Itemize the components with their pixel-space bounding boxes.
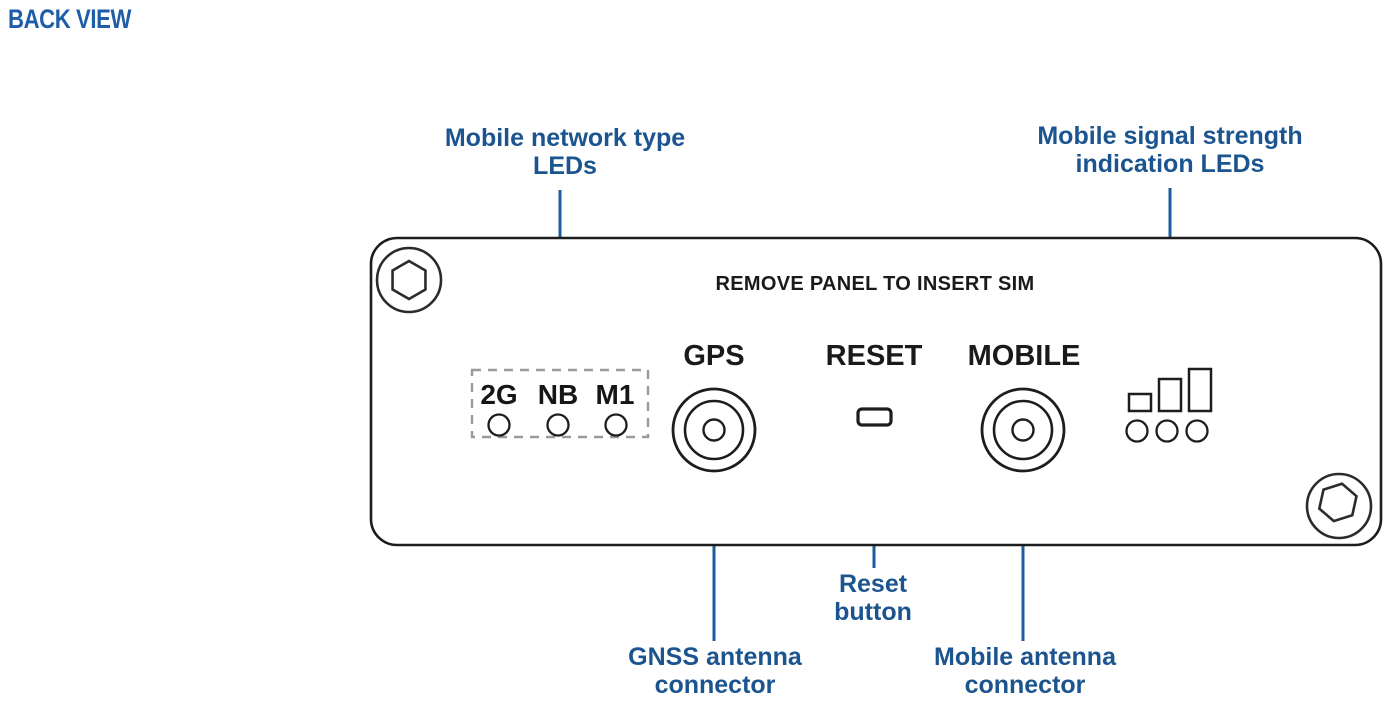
signal-bar-3 [1187,367,1213,413]
page-title: BACK VIEW [8,4,131,34]
screw-bottom-right-hex [1317,482,1358,523]
signal-bar-1 [1127,392,1153,413]
gps-connector [671,387,757,473]
device-panel-outline [369,236,1383,547]
remove-panel-instruction: REMOVE PANEL TO INSERT SIM [715,273,1035,295]
screw-bottom-right [1305,472,1373,540]
screw-top-left-ring [375,246,443,314]
signal-led-1 [1125,419,1149,443]
callout-gnss-connector: GNSS antenna connector [628,643,802,699]
gps-connector-center-pin [702,418,726,442]
network-led-tag-nb: NB [537,379,579,410]
mobile-connector-center-pin [1011,418,1035,442]
signal-bar-2 [1157,377,1183,413]
network-led-box [470,368,650,439]
mobile-connector-middle-ring [992,399,1054,461]
network-led-m1 [604,413,628,437]
screw-top-left-hex [391,259,427,301]
reset-button[interactable] [856,407,893,427]
network-led-nb [546,413,570,437]
network-led-tag-m1: M1 [595,379,635,410]
callout-signal-leds: Mobile signal strength indication LEDs [1037,122,1303,178]
signal-led-2 [1155,419,1179,443]
mobile-connector-outer-ring [980,387,1066,473]
port-label-reset: RESET [825,340,923,372]
port-label-gps: GPS [683,340,745,372]
network-led-2g [487,413,511,437]
signal-led-3 [1185,419,1209,443]
screw-bottom-right-ring [1305,472,1373,540]
mobile-connector [980,387,1066,473]
callout-reset-button: Reset button [834,570,912,626]
network-led-tag-2g: 2G [480,379,518,410]
gps-connector-outer-ring [671,387,757,473]
network-led-dashed-border [470,368,650,439]
signal-strength-leds [1125,367,1213,443]
screw-top-left [375,246,443,314]
gps-connector-middle-ring [683,399,745,461]
port-label-mobile: MOBILE [967,340,1081,372]
callout-network-leds: Mobile network type LEDs [444,124,686,180]
callout-mobile-antenna: Mobile antenna connector [934,643,1116,699]
